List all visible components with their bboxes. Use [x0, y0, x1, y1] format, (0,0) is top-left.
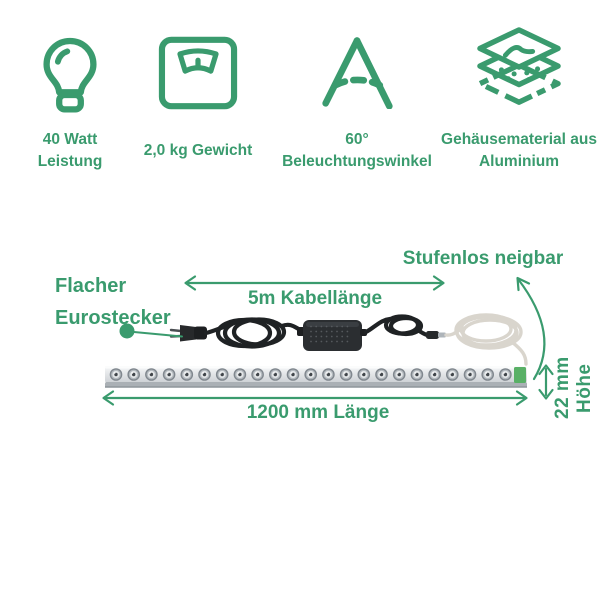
plug-callout-pointer [119, 323, 183, 339]
length-arrow [102, 390, 528, 406]
feature-weight: 2,0 kg Gewicht [136, 0, 260, 200]
white-cable-coil [444, 313, 528, 366]
adapter-vents [310, 325, 349, 343]
feature-label-line1: 2,0 kg Gewicht [143, 141, 253, 159]
black-cable-coil [203, 317, 306, 349]
plug-callout-line2: Eurostecker [55, 307, 171, 329]
feature-label-line2: Beleuchtungswinkel [282, 153, 432, 170]
led-bar [105, 366, 527, 388]
feature-label-line1: 40 Watt [42, 130, 98, 148]
product-diagram: Flacher Eurostecker 5m Kabellänge Stufen… [0, 240, 600, 480]
beam-angle-icon [277, 33, 437, 109]
tilt-label: Stufenlos neigbar [402, 248, 564, 269]
scale-icon [136, 36, 260, 110]
euro-plug [169, 325, 207, 342]
diagram-graphics [102, 275, 554, 406]
feature-label: Gehäusematerial aus Aluminium [436, 126, 600, 176]
tilt-arrow [516, 276, 546, 381]
feature-label: 2,0 kg Gewicht [136, 126, 260, 176]
feature-label-line1: Gehäusematerial aus [441, 130, 597, 148]
plug-callout-label: Flacher Eurostecker [55, 270, 171, 334]
length-label: 1200 mm Länge [246, 402, 390, 423]
power-adapter [297, 320, 367, 351]
feature-beam-angle: 60° Beleuchtungswinkel [277, 0, 437, 200]
annotations [102, 275, 554, 406]
height-arrow [538, 364, 554, 400]
bar-end-cap [514, 367, 526, 383]
layers-icon [436, 26, 600, 110]
plug-callout-line1: Flacher [55, 275, 127, 297]
feature-label-line1: 60° [345, 130, 369, 148]
feature-material: Gehäusematerial aus Aluminium [436, 0, 600, 200]
dc-cable-connector [363, 314, 446, 339]
feature-label: 40 Watt Leistung [8, 126, 132, 176]
feature-label-line2: Aluminium [478, 153, 560, 170]
lightbulb-icon [8, 36, 132, 118]
feature-label-line2: Leistung [37, 153, 103, 170]
height-label: 22 mm Höhe [552, 356, 595, 420]
led-array [109, 368, 512, 381]
feature-wattage: 40 Watt Leistung [8, 0, 132, 200]
cable-length-arrow [184, 275, 445, 291]
feature-label: 60° Beleuchtungswinkel [277, 126, 437, 176]
cable-length-label: 5m Kabellänge [247, 288, 383, 309]
